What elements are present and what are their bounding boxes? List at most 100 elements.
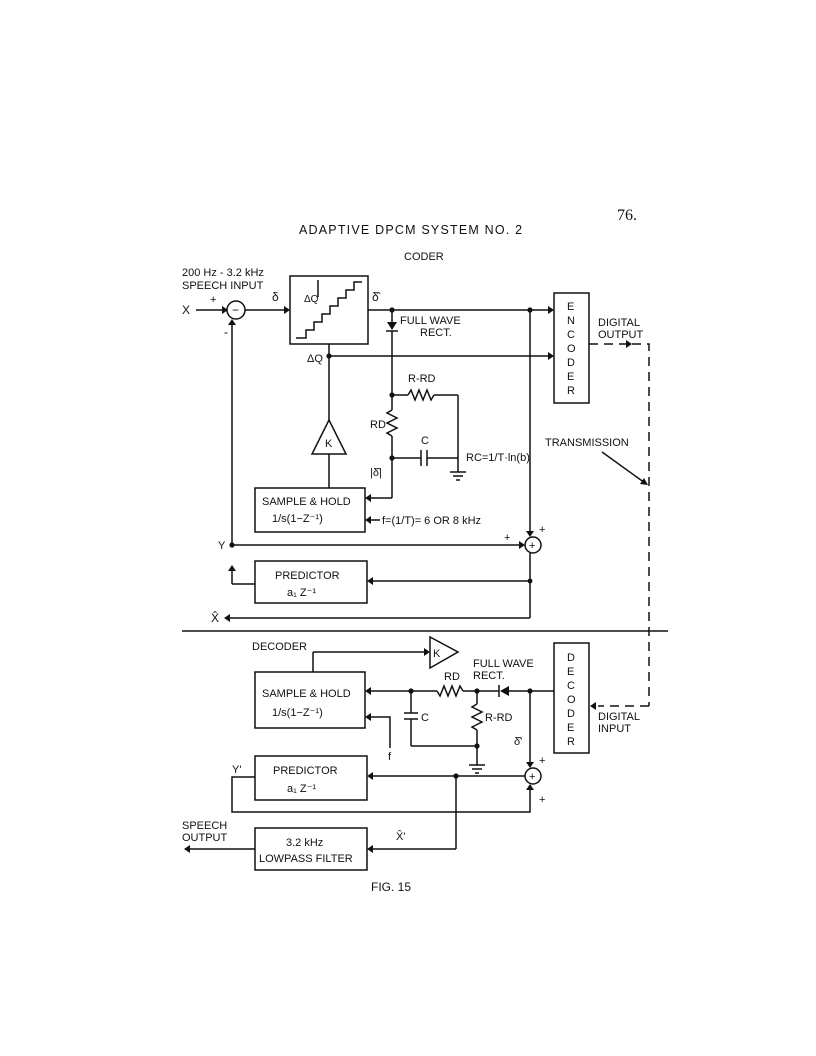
coder-adder-sign-left: + bbox=[504, 532, 510, 544]
coder-sample-hold-box bbox=[254, 487, 366, 533]
arrow-digital-output bbox=[626, 340, 632, 348]
arrow-into-subtractor bbox=[222, 306, 228, 314]
decoder-sample-hold-box bbox=[254, 671, 366, 729]
coder-adder-symbol: + bbox=[529, 540, 535, 552]
arrow-into-decoder-sh bbox=[365, 687, 371, 695]
decoder-rect-diode bbox=[500, 686, 509, 696]
coder-fwr-label-1: FULL WAVE bbox=[400, 315, 461, 327]
decoder-letter-e2: E bbox=[567, 722, 574, 734]
decoder-adder-sign-top: + bbox=[539, 755, 545, 767]
encoder-letter-n: N bbox=[567, 315, 575, 327]
subtractor-minus-input: - bbox=[224, 325, 228, 339]
arrow-freq bbox=[365, 516, 371, 524]
quantizer-step-label: ΔQ bbox=[304, 294, 319, 305]
speech-output-label-1: SPEECH bbox=[182, 820, 227, 832]
freq-label: f=(1/T)= 6 OR 8 kHz bbox=[382, 515, 481, 527]
diagram-title: ADAPTIVE DPCM SYSTEM NO. 2 bbox=[299, 223, 523, 237]
arrow-speech-output bbox=[184, 845, 190, 853]
input-label-line1: 200 Hz - 3.2 kHz bbox=[182, 267, 264, 279]
decoder-delta-hat-prime: δ̂' bbox=[514, 736, 522, 748]
decoder-letter-r: R bbox=[567, 736, 575, 748]
arrow-into-decoder-adder-top bbox=[526, 762, 534, 768]
arrow-into-sample-hold bbox=[365, 494, 371, 502]
coder-predictor-box bbox=[254, 560, 368, 604]
decoder-predictor-label: PREDICTOR bbox=[273, 765, 338, 777]
transmission-channel bbox=[632, 343, 650, 706]
decoder-letter-c: C bbox=[567, 680, 575, 692]
arrow-into-predictor bbox=[367, 577, 373, 585]
decoder-sh-label: SAMPLE & HOLD bbox=[262, 688, 351, 700]
digital-output-label-1: DIGITAL bbox=[598, 317, 640, 329]
decoder-gain-label: K bbox=[433, 648, 441, 660]
encoder-letter-e1: E bbox=[567, 301, 574, 313]
encoder-letter-r: R bbox=[567, 385, 575, 397]
arrow-x-hat bbox=[224, 614, 230, 622]
decoder-letter-d2: D bbox=[567, 708, 575, 720]
decoder-c-label: C bbox=[421, 712, 429, 724]
decoder-f-label: f bbox=[388, 751, 392, 763]
lowpass-label-1: 3.2 kHz bbox=[286, 837, 323, 849]
lowpass-label-2: LOWPASS FILTER bbox=[259, 853, 353, 865]
decoder-box bbox=[553, 642, 590, 754]
resistor-r-minus-rd bbox=[407, 387, 435, 403]
decoder-resistor-r-minus-rd bbox=[470, 703, 484, 731]
abs-delta-label: |δ̂| bbox=[370, 467, 382, 479]
arrow-into-decoder-gain bbox=[424, 648, 430, 656]
coder-rrd-label: R-RD bbox=[408, 373, 436, 385]
decoder-adder-symbol: + bbox=[529, 771, 535, 783]
digital-input-label-1: DIGITAL bbox=[598, 711, 640, 723]
encoder-letter-d: D bbox=[567, 357, 575, 369]
arrow-digital-input bbox=[590, 702, 596, 710]
transmission-pointer bbox=[601, 451, 646, 484]
junction-delta-q bbox=[326, 353, 332, 359]
coder-rd-label: RD bbox=[370, 419, 386, 431]
decoder-letter-d1: D bbox=[567, 652, 575, 664]
coder-predictor-label: PREDICTOR bbox=[275, 570, 340, 582]
coder-c-label: C bbox=[421, 435, 429, 447]
digital-input-label-2: INPUT bbox=[598, 723, 631, 735]
decoder-adder-sign-bottom: + bbox=[539, 794, 545, 806]
input-x-label: X bbox=[182, 303, 190, 317]
decoder-x-hat-prime: X̂' bbox=[396, 829, 405, 843]
decoder-sh-transfer: 1/s(1−Z⁻¹) bbox=[272, 707, 323, 719]
subtractor-plus-sign: + bbox=[210, 294, 216, 306]
y-label: Y bbox=[218, 540, 226, 552]
input-label-line2: SPEECH INPUT bbox=[182, 280, 264, 292]
arrow-into-decoder-adder-bottom bbox=[526, 784, 534, 790]
junction-decoder-ground bbox=[474, 743, 480, 749]
coder-gain-label: K bbox=[325, 438, 333, 450]
encoder-box bbox=[553, 292, 590, 404]
arrow-into-lowpass bbox=[367, 845, 373, 853]
decoder-letter-o: O bbox=[567, 694, 576, 706]
page-number: 76. bbox=[617, 207, 637, 224]
decoder-predictor-formula: a₁ Z⁻¹ bbox=[287, 783, 316, 795]
encoder-letter-o: O bbox=[567, 343, 576, 355]
quantizer-box bbox=[289, 275, 369, 345]
full-wave-rectifier-diode bbox=[387, 322, 397, 330]
arrow-predictor-to-y bbox=[228, 565, 236, 571]
decoder-heading: DECODER bbox=[252, 641, 307, 653]
arrow-y-into-adder bbox=[519, 541, 525, 549]
y-prime-label: Y' bbox=[232, 764, 241, 776]
transmission-pointer-head bbox=[640, 478, 648, 485]
lowpass-filter-box bbox=[254, 827, 368, 871]
arrow-into-quantizer bbox=[284, 306, 290, 314]
decoder-rrd-label: R-RD bbox=[485, 712, 513, 724]
delta-q-label: ΔQ bbox=[307, 353, 323, 365]
quantizer-staircase bbox=[296, 281, 362, 339]
decoder-fwr-label-1: FULL WAVE bbox=[473, 658, 534, 670]
arrow-into-encoder-1 bbox=[548, 306, 554, 314]
arrow-into-encoder-2 bbox=[548, 352, 554, 360]
decoder-resistor-rd bbox=[436, 683, 464, 699]
x-hat-label: X̂ bbox=[211, 610, 219, 625]
encoder-letter-c: C bbox=[567, 329, 575, 341]
decoder-y-prime-feedback bbox=[231, 776, 531, 813]
decoder-predictor-box bbox=[254, 755, 368, 801]
coder-sh-label: SAMPLE & HOLD bbox=[262, 496, 351, 508]
speech-output-label-2: OUTPUT bbox=[182, 832, 228, 844]
resistor-rd bbox=[385, 409, 399, 437]
decoder-fwr-label-2: RECT. bbox=[473, 670, 505, 682]
delta-hat-label: δ̂ bbox=[372, 290, 381, 304]
coder-predictor-formula: a₁ Z⁻¹ bbox=[287, 587, 316, 599]
